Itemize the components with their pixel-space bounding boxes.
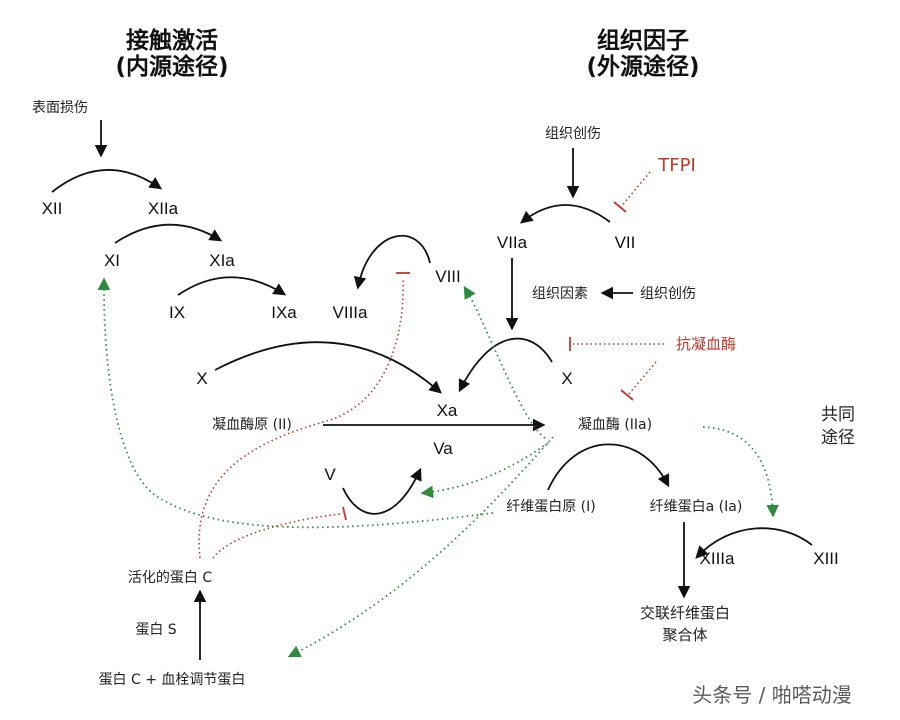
factor-xiii: XIII [813, 549, 839, 568]
factor-vii: VII [615, 233, 636, 252]
xiii-to-xiiia-arc [695, 527, 813, 559]
apc-to-v-bar [342, 506, 347, 521]
factor-x-left: X [196, 369, 207, 388]
extrinsic-subtitle: (外源途径) [586, 53, 699, 80]
thrombin-to-protein-c-feedback [287, 436, 554, 658]
factor-viii: VIII [435, 267, 461, 286]
xi-to-xia-arc [114, 223, 223, 244]
factor-x-right: X [561, 369, 572, 388]
prothrombin-label: 凝血酶原 (II) [212, 417, 292, 433]
tissue-injury-label-2: 组织创伤 [640, 286, 696, 302]
factor-v: V [324, 465, 336, 484]
v-to-va-arc [342, 467, 422, 515]
crosslinked-label-1: 交联纤维蛋白 [640, 604, 730, 622]
antithrombin-bar-2 [620, 389, 634, 401]
surface-damage-label: 表面损伤 [32, 100, 88, 116]
factor-xa: Xa [437, 401, 458, 420]
factor-xi: XI [104, 251, 120, 270]
factor-ixa: IXa [271, 303, 297, 322]
common-pathway-label-1: 共同 [821, 405, 855, 425]
x-right-to-xa-arc [458, 337, 553, 393]
x-to-xa-arc [214, 341, 442, 394]
crosslinked-label-2: 聚合体 [662, 626, 707, 644]
tfpi-label: TFPI [657, 155, 696, 176]
tfpi-inhibition-line [619, 171, 651, 209]
factor-va: Va [433, 439, 453, 458]
antithrombin-line-2 [627, 361, 657, 396]
factor-viiia: VIIIa [333, 303, 369, 322]
apc-to-v-inhibition [212, 513, 341, 559]
tissue-factor-label: 组织因素 [532, 286, 588, 302]
common-pathway-label-2: 途径 [821, 428, 855, 448]
xii-to-xiia-arc [51, 169, 163, 193]
antithrombin-label: 抗凝血酶 [676, 335, 736, 353]
tissue-injury-label: 组织创伤 [545, 126, 601, 142]
factor-xia: XIa [209, 251, 235, 270]
fibrinogen-label: 纤维蛋白原 (I) [506, 499, 596, 515]
viii-to-viiia-arc [353, 235, 431, 290]
extrinsic-title: 组织因子 [597, 27, 689, 54]
factor-ix: IX [169, 303, 185, 322]
factor-xiia: XIIa [148, 199, 179, 218]
protein-c-complex-label: 蛋白 C + 血栓调节蛋白 [99, 672, 246, 688]
thrombin-label: 凝血酶 (IIa) [578, 417, 652, 433]
tfpi-inhibition-bar [613, 201, 627, 213]
protein-s-label: 蛋白 S [135, 622, 176, 638]
thrombin-to-xi-feedback [97, 277, 494, 529]
factor-xii: XII [42, 199, 63, 218]
fibrin-label: 纤维蛋白a (Ia) [650, 499, 743, 515]
vii-to-viia-arc [520, 204, 611, 224]
ix-to-ixa-arc [177, 276, 287, 296]
watermark: 头条号 / 啪嗒动漫 [692, 683, 851, 707]
factor-viia: VIIa [497, 233, 528, 252]
thrombin-to-v-feedback [420, 442, 549, 499]
intrinsic-title: 接触激活 [126, 27, 218, 54]
intrinsic-subtitle: (内源途径) [115, 53, 228, 80]
factor-xiiia: XIIIa [700, 549, 736, 568]
activated-protein-c-label: 活化的蛋白 C [128, 570, 212, 586]
fibrinogen-to-fibrin-arc [547, 443, 670, 491]
